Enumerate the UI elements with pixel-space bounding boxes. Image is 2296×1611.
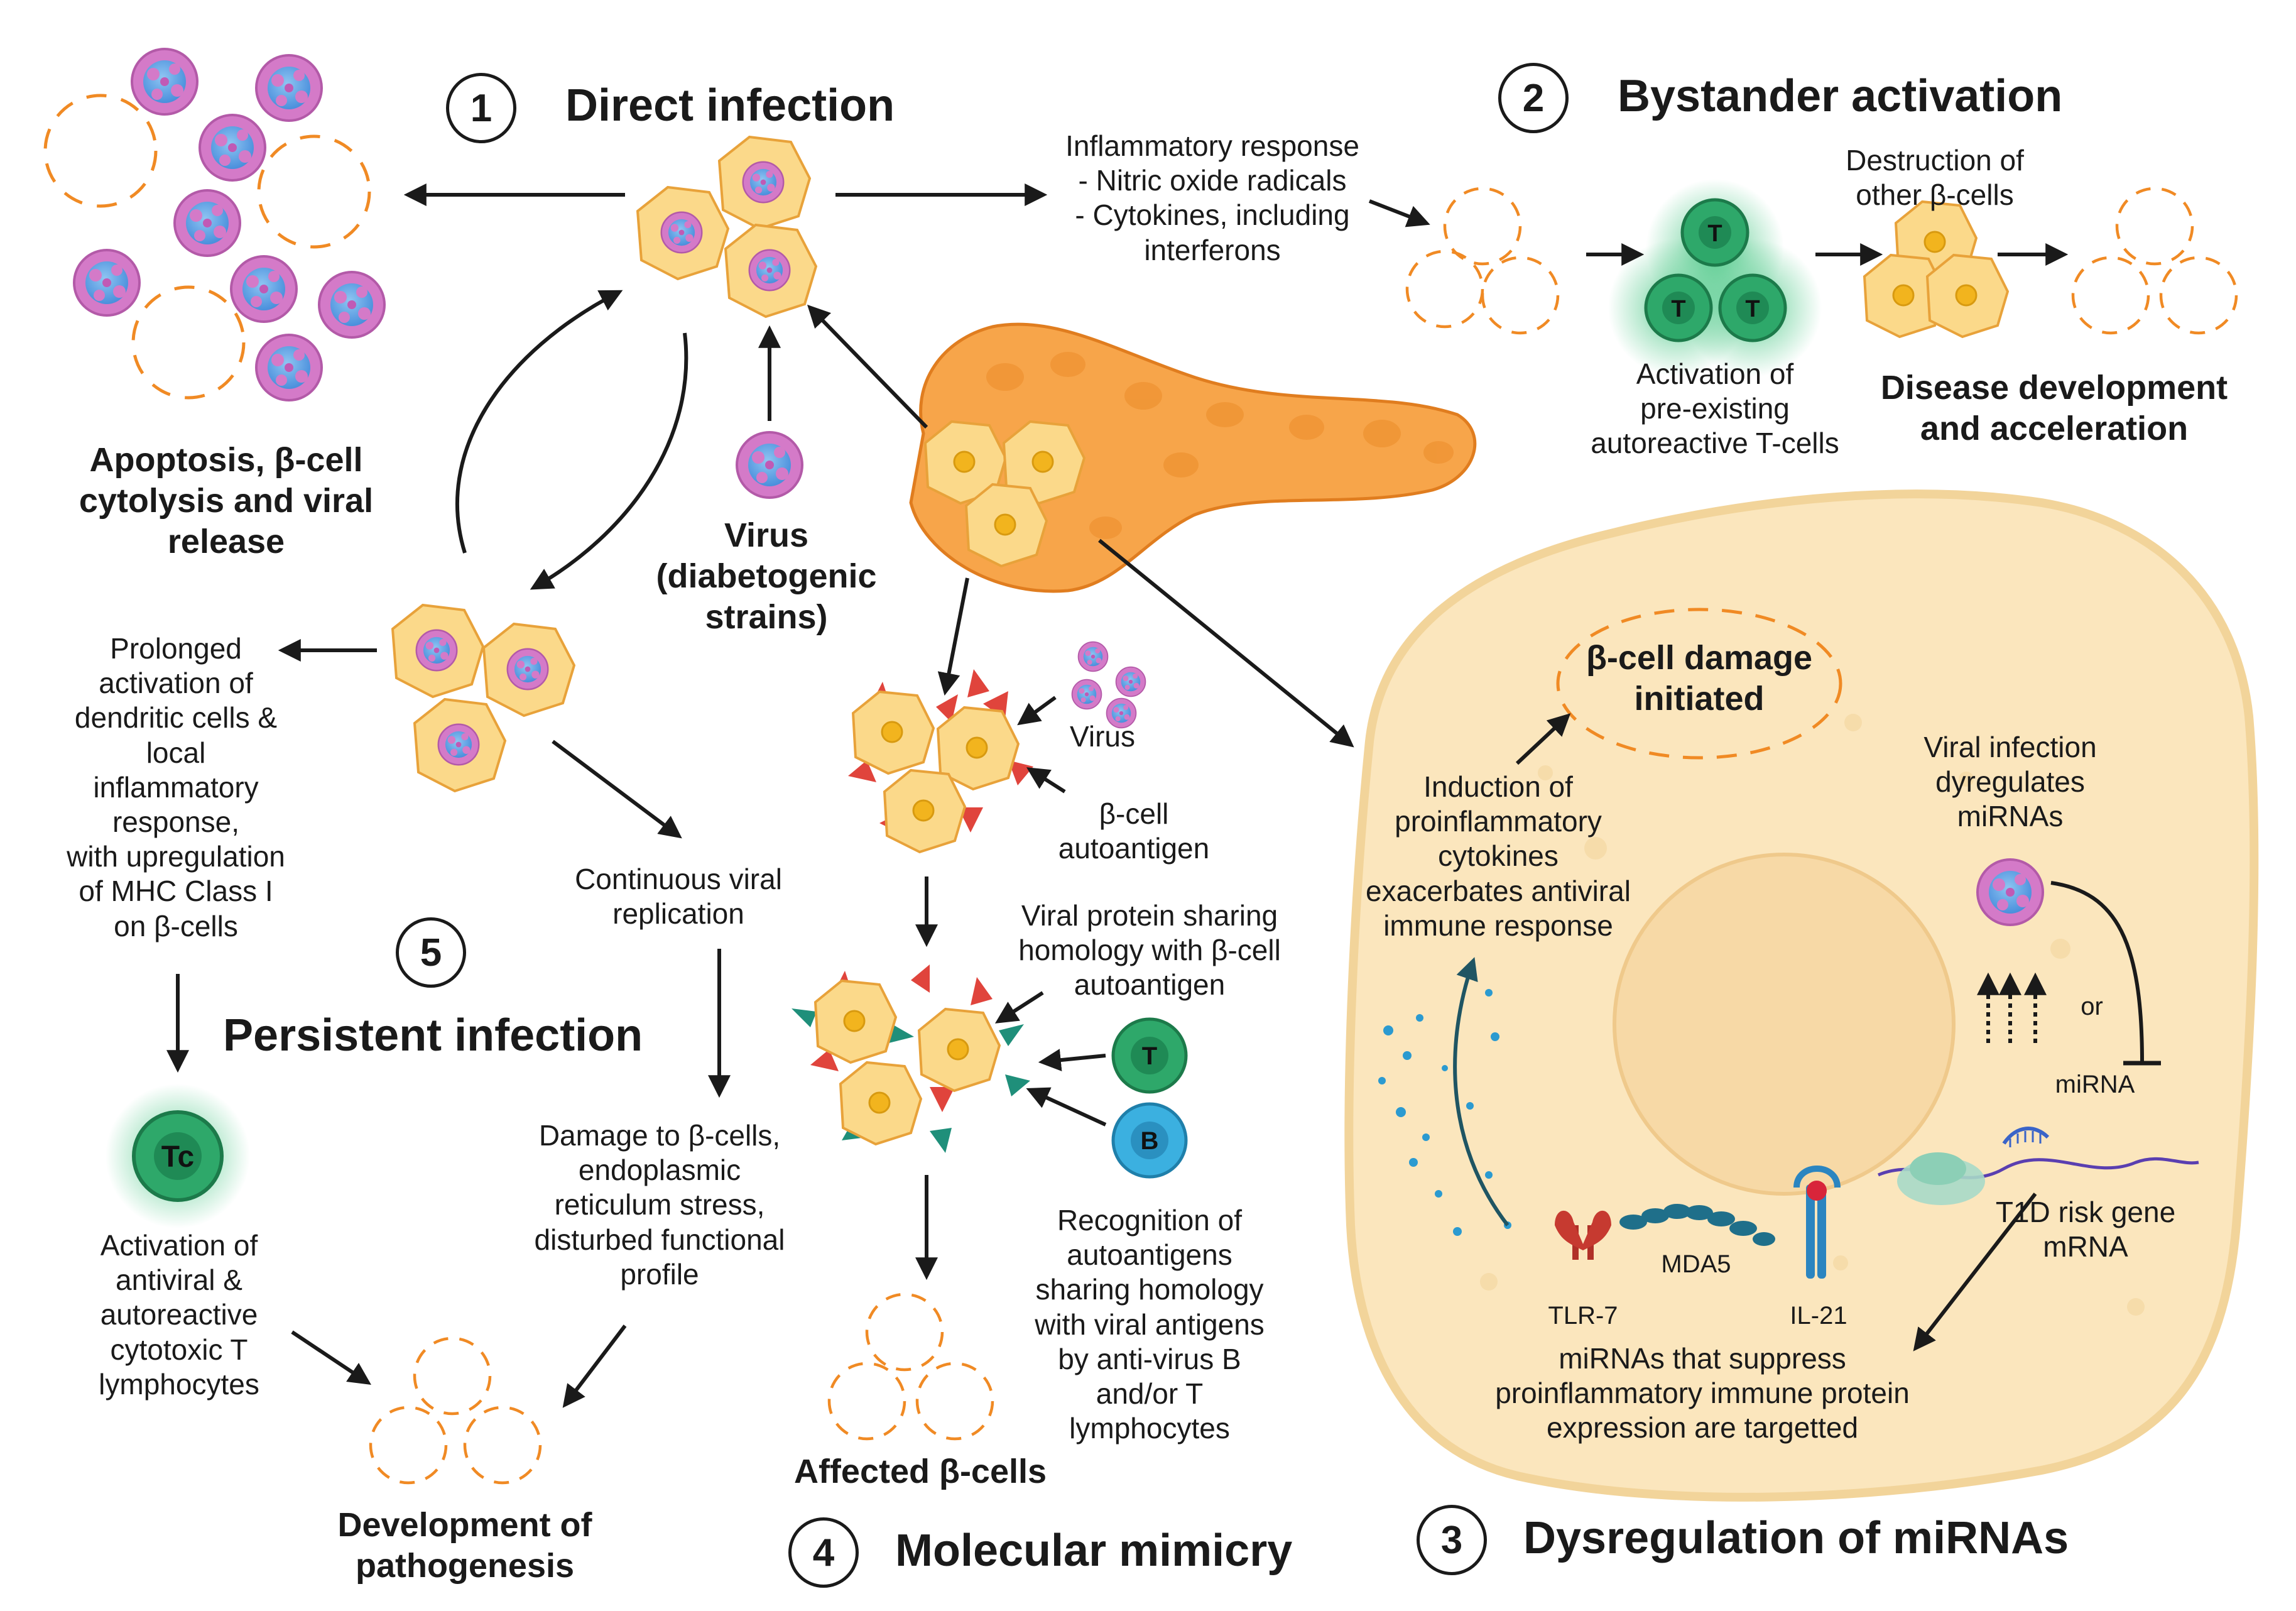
t-cell-letter-2: T: [1671, 296, 1685, 322]
dashed-cells-bystander-2: [2073, 188, 2236, 333]
section-title-direct-infection: Direct infection: [565, 80, 895, 131]
recognition-label: Recognition of autoantigens sharing homo…: [1035, 1204, 1265, 1445]
beta-cell-damage-initiated-label: β-cell damage initiated: [1586, 639, 1813, 718]
section-number-1: 1: [446, 73, 516, 143]
virus-diabetogenic-icon: [736, 431, 803, 499]
prolonged-activation-label: Prolonged activation of dendritic cells …: [67, 632, 285, 942]
beta-cell-autoantigen-label: β-cell autoantigen: [1058, 797, 1210, 865]
cytokine-dots: [1378, 989, 1511, 1236]
mirnas-suppress-label: miRNAs that suppress proinflammatory imm…: [1495, 1342, 1910, 1444]
il21-label: IL-21: [1790, 1302, 1847, 1330]
section-number-4: 4: [788, 1517, 859, 1588]
upregulation-arrows: [1977, 972, 2047, 1043]
ribosome-mrna-icon: [1878, 1127, 2199, 1205]
apoptosis-cluster: [45, 48, 386, 401]
t1d-risk-gene-label: T1D risk gene mRNA: [1995, 1196, 2176, 1264]
pancreas-icon: [909, 322, 1477, 593]
destruction-label: Destruction of other β-cells: [1846, 144, 2024, 212]
infected-cell-cluster-top: [638, 137, 816, 317]
dashed-cells-persistent: [371, 1338, 540, 1483]
virus-label-mimicry: Virus: [1070, 720, 1135, 753]
continuous-replication-label: Continuous viral replication: [575, 863, 782, 931]
beta-cell-damage-label: Damage to β-cells, endoplasmic reticulum…: [534, 1119, 785, 1291]
t-cell-letter-mimicry: T: [1142, 1042, 1157, 1070]
b-cell-icon-mimicry: [1111, 1102, 1188, 1179]
virus-diabetogenic-label: Virus (diabetogenic strains): [656, 516, 877, 636]
t-cell-letter-1: T: [1707, 221, 1722, 247]
section-number-5: 5: [396, 917, 466, 988]
arrows: [166, 183, 2069, 1408]
spiked-cells-red: [848, 669, 1033, 853]
tlr7-label: TLR-7: [1548, 1302, 1618, 1330]
t-cell-cluster-bystander: [1608, 179, 1822, 377]
section-number-3: 3: [1417, 1505, 1487, 1575]
section-title-persistent-infection: Persistent infection: [223, 1010, 643, 1061]
cytokine-arrow: [1453, 957, 1510, 1226]
infected-cell-cluster-persistent: [393, 605, 574, 791]
small-viruses-mimicry: [1071, 641, 1146, 729]
dashed-cells-bystander-1: [1407, 188, 1558, 333]
dashed-cells-mimicry: [829, 1294, 993, 1439]
virus-icon-mirna: [1976, 858, 2044, 926]
inhibition-arc: [2050, 881, 2144, 1062]
disease-development-label: Disease development and acceleration: [1880, 369, 2228, 447]
viral-protein-label: Viral protein sharing homology with β-ce…: [1018, 899, 1281, 1002]
or-label: or: [2081, 993, 2103, 1020]
spiked-cells-mixed: [792, 964, 1030, 1153]
development-pathogenesis-label: Development of pathogenesis: [337, 1506, 592, 1585]
viral-infection-label: Viral infection dyregulates miRNAs: [1923, 731, 2097, 833]
tc-cell-icon: [106, 1084, 250, 1228]
mda5-protein-icon: [1619, 1204, 1775, 1246]
inflammatory-response-label: Inflammatory response - Nitric oxide rad…: [1065, 129, 1359, 266]
t-cell-activation-label: Activation of pre-existing autoreactive …: [1591, 358, 1839, 460]
b-cell-letter-mimicry: B: [1141, 1127, 1159, 1155]
affected-beta-cells-label: Affected β-cells: [793, 1453, 1047, 1490]
induction-cytokines-label: Induction of proinflammatory cytokines e…: [1366, 770, 1631, 942]
il21-receptor-icon: [1793, 1166, 1841, 1279]
antiviral-activation-label: Activation of antiviral & autoreactive c…: [99, 1229, 259, 1401]
section-title-molecular-mimicry: Molecular mimicry: [895, 1526, 1293, 1576]
t-cell-letter-3: T: [1745, 296, 1760, 322]
tlr7-receptor-icon: [1555, 1210, 1611, 1260]
section-title-dysregulation-mirnas: Dysregulation of miRNAs: [1523, 1513, 2069, 1563]
damage-dashed-ellipse: [1556, 608, 1842, 760]
nucleus-mirna: [1613, 853, 1956, 1196]
mda5-label: MDA5: [1661, 1250, 1731, 1278]
mirna-label: miRNA: [2055, 1071, 2135, 1098]
apoptosis-label: Apoptosis, β-cell cytolysis and viral re…: [79, 441, 374, 560]
section-title-bystander-activation: Bystander activation: [1618, 71, 2063, 121]
section-number-2: 2: [1498, 63, 1569, 133]
beta-cells-bystander: [1863, 200, 2009, 338]
t-cell-icon-mimicry: [1111, 1017, 1188, 1094]
tc-cell-letter: Tc: [161, 1140, 194, 1174]
